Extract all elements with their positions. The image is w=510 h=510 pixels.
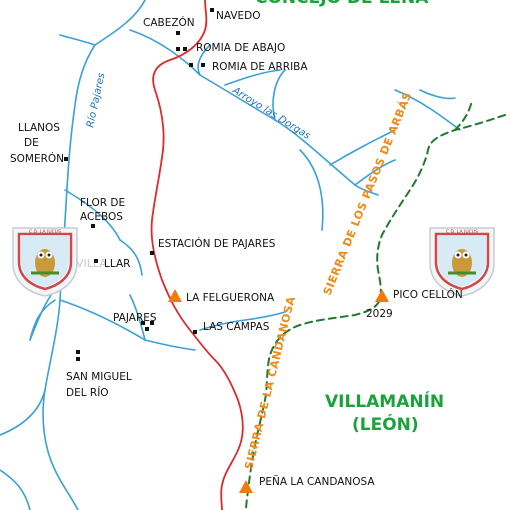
road-n630 xyxy=(150,0,244,510)
border-main xyxy=(245,114,506,510)
label-llanos-2: DE xyxy=(24,137,39,149)
river-branch-5 xyxy=(299,149,324,231)
river-branch-7 xyxy=(394,89,461,131)
river-branch-15 xyxy=(129,294,146,341)
label-pico-cellon-alt: 2029 xyxy=(366,308,393,320)
village-icon-cabezon xyxy=(176,31,180,35)
label-las-campas: LAS CAMPAS xyxy=(203,321,270,333)
label-la-felguerona: LA FELGUERONA xyxy=(186,292,275,304)
label-llanos-3: SOMERÓN xyxy=(10,152,64,165)
label-llanos-1: LLANOS xyxy=(18,122,60,134)
village-icon-pajares-1 xyxy=(141,321,145,325)
logo-right: C.D. LA JUCUS xyxy=(429,227,495,297)
village-markers xyxy=(64,8,214,361)
village-icon-las-campas xyxy=(193,330,197,334)
label-san-miguel-1: SAN MIGUEL xyxy=(66,371,132,383)
peak-icon-pico-cellon xyxy=(375,289,389,302)
label-sierra-arbas: SIERRA DE LOS PASOS DE ARBÁS xyxy=(321,90,415,297)
village-icon-pajares-2 xyxy=(150,321,154,325)
village-icon-pajares-3 xyxy=(145,327,149,331)
river-branch-4 xyxy=(354,159,396,186)
river-branch-13 xyxy=(29,299,56,341)
village-icon-villar xyxy=(94,259,98,263)
river-branch-16 xyxy=(42,389,79,510)
river-branch-6 xyxy=(329,129,396,166)
label-cabezon: CABEZÓN xyxy=(143,16,195,29)
label-pico-cellon: PICO CELLÓN xyxy=(393,288,463,301)
village-icon-romia-abajo-2 xyxy=(183,47,187,51)
logo-left: C.D. LA JUCUS xyxy=(12,227,78,297)
village-icon-llanos xyxy=(64,157,68,161)
village-icon-navedo xyxy=(210,8,214,12)
label-arroyo-dorgas: Arroyo las Dorgas xyxy=(230,85,312,142)
river-branch-3 xyxy=(272,69,286,121)
label-flor-1: FLOR DE xyxy=(80,197,125,209)
logo-left-sub: VILLA xyxy=(76,257,107,270)
river-branch-9 xyxy=(354,184,379,196)
label-villar: LLAR xyxy=(104,258,130,270)
village-icon-estacion xyxy=(150,251,154,255)
label-pajares: PAJARES xyxy=(113,312,157,324)
label-romia-arriba: ROMIA DE ARRIBA xyxy=(212,61,308,73)
peak-icon-la-felguerona xyxy=(168,289,182,302)
village-icon-romia-arriba-1 xyxy=(189,63,193,67)
river-branch-18 xyxy=(199,311,286,331)
village-icon-san-miguel-2 xyxy=(76,357,80,361)
peak-icon-pena-candanosa xyxy=(239,480,253,493)
label-san-miguel-2: DEL RÍO xyxy=(66,386,109,399)
river-tributary-top-left xyxy=(59,34,96,46)
label-estacion: ESTACIÓN DE PAJARES xyxy=(158,237,276,250)
rivers xyxy=(0,0,461,510)
village-icon-flor-acebos xyxy=(91,224,95,228)
river-branch-2 xyxy=(224,69,281,86)
river-branch-8 xyxy=(419,89,456,100)
label-navedo: NAVEDO xyxy=(216,10,261,22)
river-branch-10 xyxy=(64,189,121,241)
border-branch-top xyxy=(454,99,473,131)
region-leon: (LEÓN) xyxy=(352,413,419,435)
label-rio-pajares: Río Pajares xyxy=(84,72,107,129)
river-branch-11 xyxy=(119,239,143,276)
river-branch-17 xyxy=(0,469,31,510)
region-villamanin: VILLAMANÍN xyxy=(325,390,444,412)
village-icon-romia-abajo-1 xyxy=(176,47,180,51)
label-flor-2: ACEBOS xyxy=(80,211,123,223)
village-icon-romia-arriba-2 xyxy=(201,63,205,67)
logo-left-text: C.D. LA JUCUS xyxy=(29,229,61,235)
region-concejo-de-lena: CONCEJO DE LENA xyxy=(255,0,429,8)
river-branch-1 xyxy=(197,44,211,76)
logo-right-text: C.D. LA JUCUS xyxy=(446,229,478,235)
label-romia-abajo: ROMIA DE ABAJO xyxy=(196,42,285,54)
village-icon-san-miguel-1 xyxy=(76,350,80,354)
river-arroyo-dorgas xyxy=(129,29,356,186)
label-pena-candanosa: PEÑA LA CANDANOSA xyxy=(259,475,375,488)
river-rio-pajares xyxy=(0,0,146,436)
regional-border xyxy=(245,99,506,510)
